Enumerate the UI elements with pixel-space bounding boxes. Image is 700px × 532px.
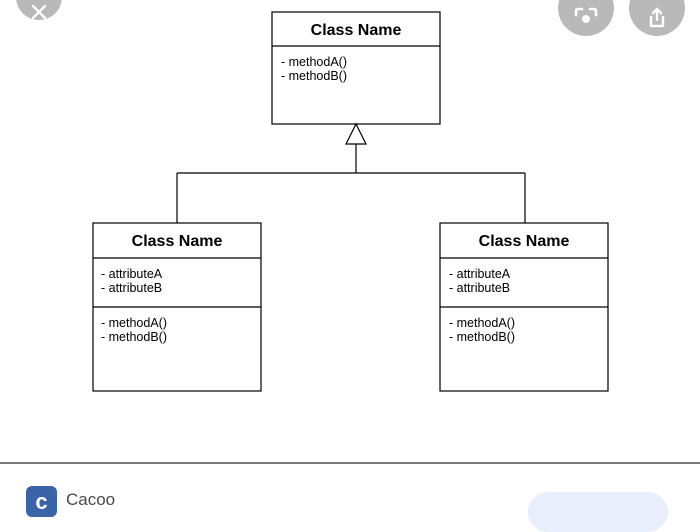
- image-viewer: Class Name - methodA() - methodB() Class…: [16, 0, 685, 392]
- source-footer[interactable]: c Cacoo: [0, 464, 700, 532]
- visit-button[interactable]: [528, 492, 668, 532]
- left-child-attribute-1: - attributeA: [101, 267, 163, 281]
- share-icon: [649, 7, 665, 28]
- parent-method-1: - methodA(): [281, 55, 347, 69]
- parent-class-outline: [271, 11, 441, 125]
- cacoo-logo-icon: c: [26, 486, 57, 517]
- left-child-attribute-2: - attributeB: [101, 281, 162, 295]
- close-button[interactable]: [16, 0, 62, 20]
- left-child-method-1: - methodA(): [101, 316, 167, 330]
- parent-class-title: Class Name: [311, 22, 402, 39]
- left-child-title: Class Name: [132, 233, 223, 250]
- uml-class-diagram: Class Name - methodA() - methodB() Class…: [92, 11, 609, 392]
- source-name[interactable]: Cacoo: [66, 490, 116, 509]
- parent-class-box: Class Name - methodA() - methodB(): [271, 11, 441, 125]
- lens-icon: [574, 7, 598, 23]
- parent-method-2: - methodB(): [281, 69, 347, 83]
- inheritance-arrowhead: [345, 122, 367, 145]
- left-child-class-box: Class Name - attributeA - attributeB - m…: [92, 222, 262, 392]
- left-child-method-2: - methodB(): [101, 330, 167, 344]
- footer-divider: [0, 462, 700, 464]
- inheritance-connector: [176, 122, 526, 223]
- close-icon: [31, 4, 47, 20]
- right-child-title: Class Name: [479, 233, 570, 250]
- right-child-class-box: Class Name - attributeA - attributeB - m…: [439, 222, 609, 392]
- right-child-method-1: - methodA(): [449, 316, 515, 330]
- right-child-method-2: - methodB(): [449, 330, 515, 344]
- right-child-attribute-2: - attributeB: [449, 281, 510, 295]
- right-child-attribute-1: - attributeA: [449, 267, 511, 281]
